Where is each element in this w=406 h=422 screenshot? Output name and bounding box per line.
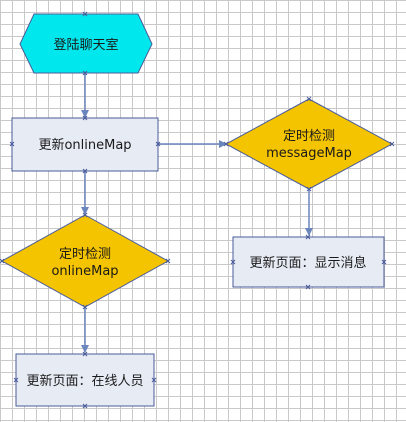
connection-point-marker	[381, 259, 387, 265]
connection-point-marker	[165, 258, 171, 264]
connection-point-marker	[306, 186, 312, 192]
connection-point-marker	[306, 96, 312, 102]
connection-point-marker	[82, 168, 88, 174]
check-message-line2: messageMap	[266, 146, 352, 161]
online-users-label: 更新页面：在线人员	[26, 373, 143, 389]
connection-point-marker	[151, 377, 157, 383]
connection-point-marker	[82, 403, 88, 409]
connection-point-marker	[82, 70, 88, 76]
connection-point-marker	[13, 377, 19, 383]
node-update-online-map[interactable]: 更新onlineMap	[11, 117, 159, 172]
connection-point-marker	[0, 258, 5, 264]
connection-point-marker	[82, 304, 88, 310]
connection-handles	[0, 11, 395, 409]
connection-point-marker	[230, 259, 236, 265]
connection-point-marker	[389, 141, 395, 147]
check-online-line2: onlineMap	[51, 264, 118, 279]
connection-point-marker	[9, 141, 15, 147]
check-message-diamond-shape	[224, 98, 394, 190]
check-message-line1: 定时检测	[283, 129, 335, 144]
node-check-message-map[interactable]: 定时检测 messageMap	[224, 98, 394, 190]
login-label: 登陆聊天室	[53, 37, 118, 53]
update-online-label: 更新onlineMap	[38, 137, 131, 153]
node-check-online-map[interactable]: 定时检测 onlineMap	[0, 214, 170, 308]
connection-point-marker	[305, 234, 311, 240]
connection-point-marker	[82, 115, 88, 121]
connection-point-marker	[82, 351, 88, 357]
connection-point-marker	[155, 141, 161, 147]
connection-point-marker	[82, 11, 88, 17]
check-online-line1: 定时检测	[59, 247, 111, 262]
login-hexagon-shape	[19, 13, 153, 74]
node-show-message[interactable]: 更新页面：显示消息	[232, 236, 385, 288]
show-message-label: 更新页面：显示消息	[249, 255, 366, 271]
connection-point-marker	[305, 284, 311, 290]
node-login[interactable]: 登陆聊天室	[19, 13, 153, 74]
connection-point-marker	[82, 212, 88, 218]
node-online-users[interactable]: 更新页面：在线人员	[15, 353, 155, 407]
connection-point-marker	[223, 141, 229, 147]
